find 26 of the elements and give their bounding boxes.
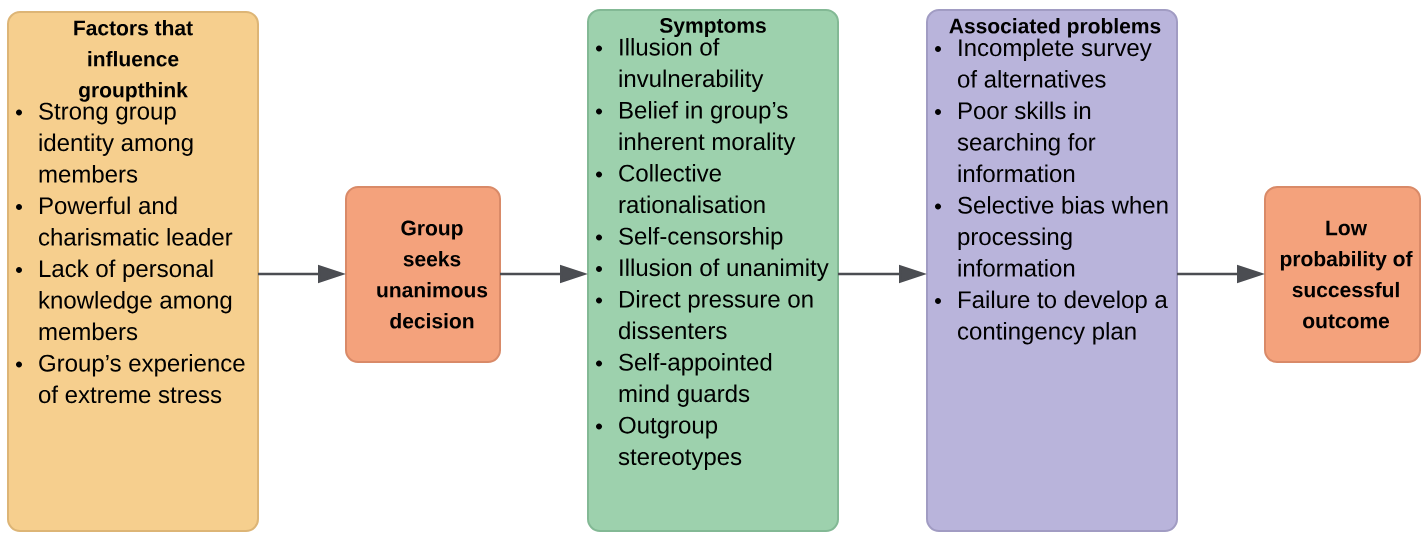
list-item: Belief in group’s inherent morality <box>619 101 796 155</box>
list-item: Direct pressure on dissenters <box>619 290 813 340</box>
list-item: Collective rationalisation <box>619 164 765 214</box>
process-box <box>345 186 501 363</box>
list-item: Self-censorship <box>619 227 783 250</box>
process-box <box>926 9 1178 532</box>
list-item: Poor skills in searching for information <box>957 101 1096 183</box>
process-box <box>7 11 259 532</box>
box-heading: Symptoms <box>659 18 766 38</box>
list-item: Failure to develop a contingency plan <box>958 290 1168 345</box>
list-item: Outgroup stereotypes <box>618 416 742 470</box>
list-item: Powerful and charismatic leader <box>39 196 233 246</box>
list-item: Incomplete survey of alternatives <box>958 38 1152 88</box>
list-item: Strong group identity among members <box>39 102 193 183</box>
list-item: Illusion of invulnerability <box>619 38 764 92</box>
box-label: Low probability of successful outcome <box>1280 220 1413 329</box>
list-item: Selective bias when processing information <box>958 196 1168 277</box>
process-box <box>1264 186 1421 363</box>
list-item: Self-appointed mind guards <box>619 353 772 407</box>
box-label: Group seeks unanimous decision <box>377 220 488 329</box>
list-item: Illusion of unanimity <box>620 258 829 281</box>
list-item: Lack of personal knowledge among members <box>39 259 232 341</box>
process-box <box>587 9 839 532</box>
list-item: Group’s experience of extreme stress <box>39 354 245 404</box>
box-heading: Associated problems <box>949 18 1161 38</box>
box-heading: Factors that influence groupthink <box>74 20 193 102</box>
